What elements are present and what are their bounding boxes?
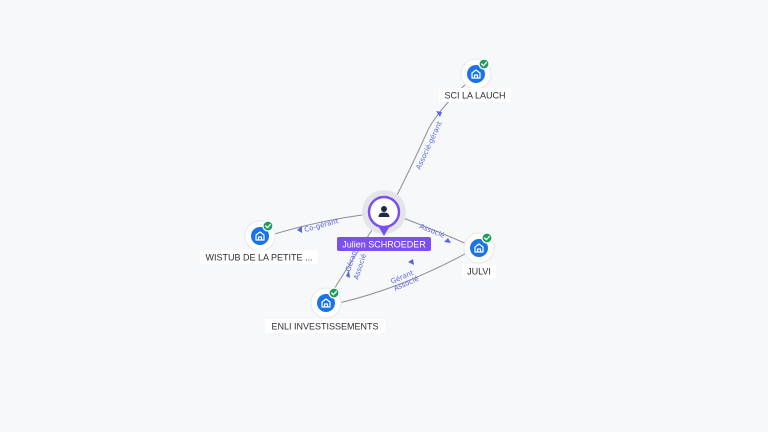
edge-label-wistub: Co-gérant bbox=[303, 217, 339, 234]
svg-text:ENLI INVESTISSEMENTS: ENLI INVESTISSEMENTS bbox=[271, 322, 378, 332]
company-marker bbox=[251, 227, 269, 245]
verified-check-icon bbox=[262, 220, 274, 232]
building-icon bbox=[474, 243, 484, 253]
arrow-julvi bbox=[444, 238, 451, 243]
building-icon bbox=[255, 231, 265, 241]
company-label-wistub: WISTUB DE LA PETITE ... bbox=[200, 250, 318, 264]
svg-text:SCI LA LAUCH: SCI LA LAUCH bbox=[444, 91, 505, 101]
arrow-enli-julvi bbox=[408, 259, 414, 265]
company-node-sci[interactable] bbox=[460, 58, 492, 90]
svg-text:JULVI: JULVI bbox=[467, 267, 491, 277]
verified-check-icon bbox=[328, 287, 340, 299]
company-label-sci: SCI LA LAUCH bbox=[439, 88, 511, 102]
company-marker bbox=[317, 294, 335, 312]
person-icon bbox=[378, 206, 390, 217]
company-marker bbox=[467, 65, 485, 83]
edge-enli-julvi bbox=[333, 247, 477, 305]
company-node-wistub[interactable] bbox=[244, 220, 276, 252]
company-node-enli[interactable] bbox=[310, 287, 342, 319]
svg-text:Julien SCHROEDER: Julien SCHROEDER bbox=[342, 240, 426, 250]
edges: Associé-gérant Co-gérant Associé Gérant … bbox=[267, 79, 477, 305]
person-node[interactable] bbox=[362, 190, 406, 236]
person-label: Julien SCHROEDER bbox=[337, 237, 431, 251]
verified-check-icon bbox=[481, 232, 493, 244]
svg-text:WISTUB DE LA PETITE ...: WISTUB DE LA PETITE ... bbox=[205, 253, 312, 263]
company-node-julvi[interactable] bbox=[463, 232, 495, 264]
arrow-wistub bbox=[297, 226, 302, 233]
arrow-enli bbox=[346, 270, 350, 278]
building-icon bbox=[321, 298, 331, 308]
arrow-sci bbox=[436, 111, 442, 117]
company-label-enli: ENLI INVESTISSEMENTS bbox=[265, 319, 385, 333]
company-marker bbox=[470, 239, 488, 257]
company-label-julvi: JULVI bbox=[462, 264, 496, 278]
building-icon bbox=[471, 69, 481, 79]
verified-check-icon bbox=[478, 58, 490, 70]
edge-person-wistub bbox=[267, 213, 371, 237]
